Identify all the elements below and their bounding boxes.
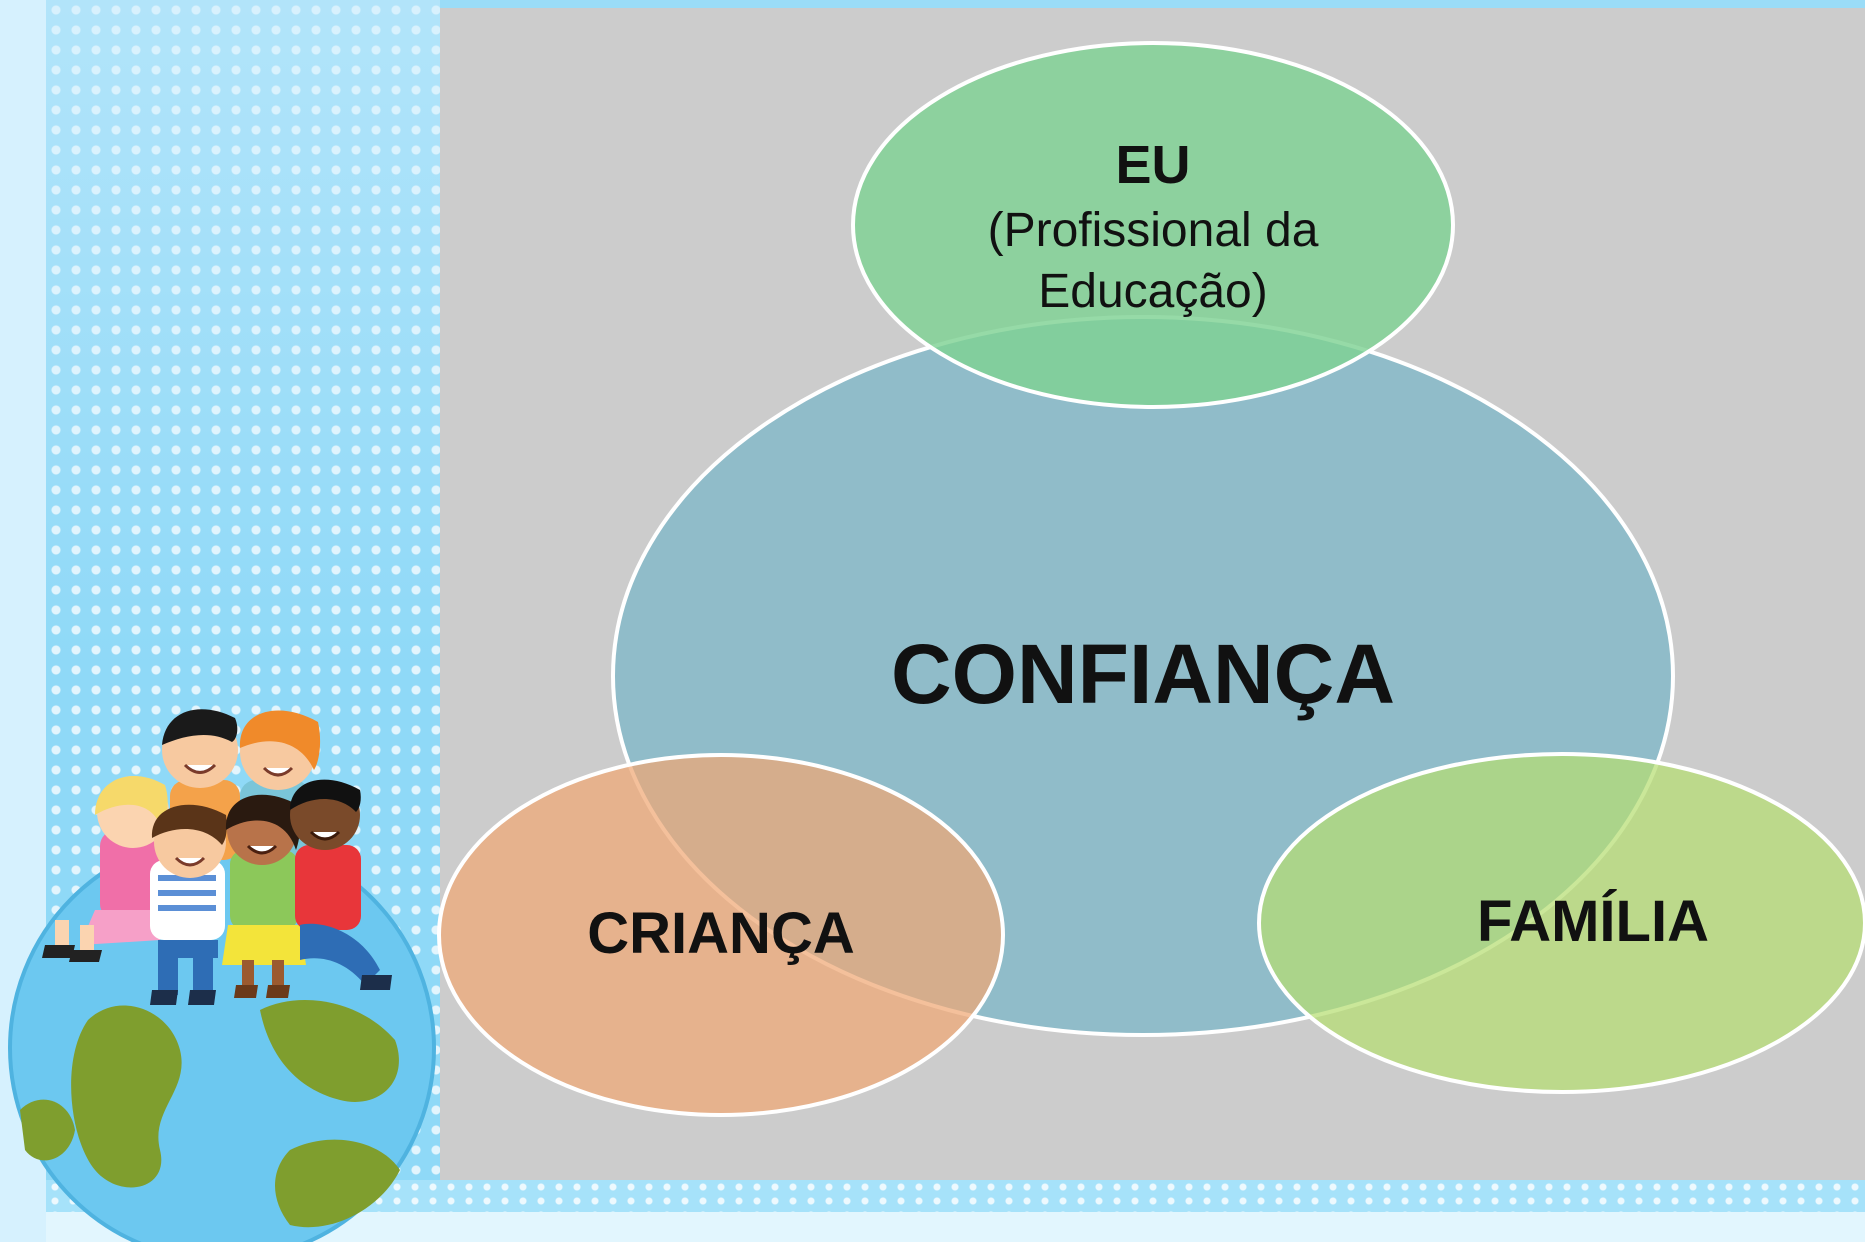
eu-subtitle-line1: (Profissional da — [988, 204, 1319, 257]
crianca-ellipse — [437, 753, 1005, 1117]
eu-ellipse — [851, 41, 1455, 409]
child-striped-shirt — [150, 804, 227, 1005]
crianca-label: CRIANÇA — [587, 901, 854, 966]
eu-subtitle-line2: Educação) — [1038, 265, 1267, 318]
children-on-globe-illustration — [8, 709, 436, 1242]
child-blonde — [42, 776, 170, 962]
familia-label: FAMÍLIA — [1477, 889, 1709, 954]
confianca-label: CONFIANÇA — [891, 627, 1395, 721]
familia-ellipse — [1257, 752, 1865, 1094]
child-green-shirt — [222, 794, 306, 998]
eu-title: EU — [1115, 135, 1190, 195]
child-red-shirt — [290, 779, 392, 990]
top-strip — [440, 0, 1865, 8]
